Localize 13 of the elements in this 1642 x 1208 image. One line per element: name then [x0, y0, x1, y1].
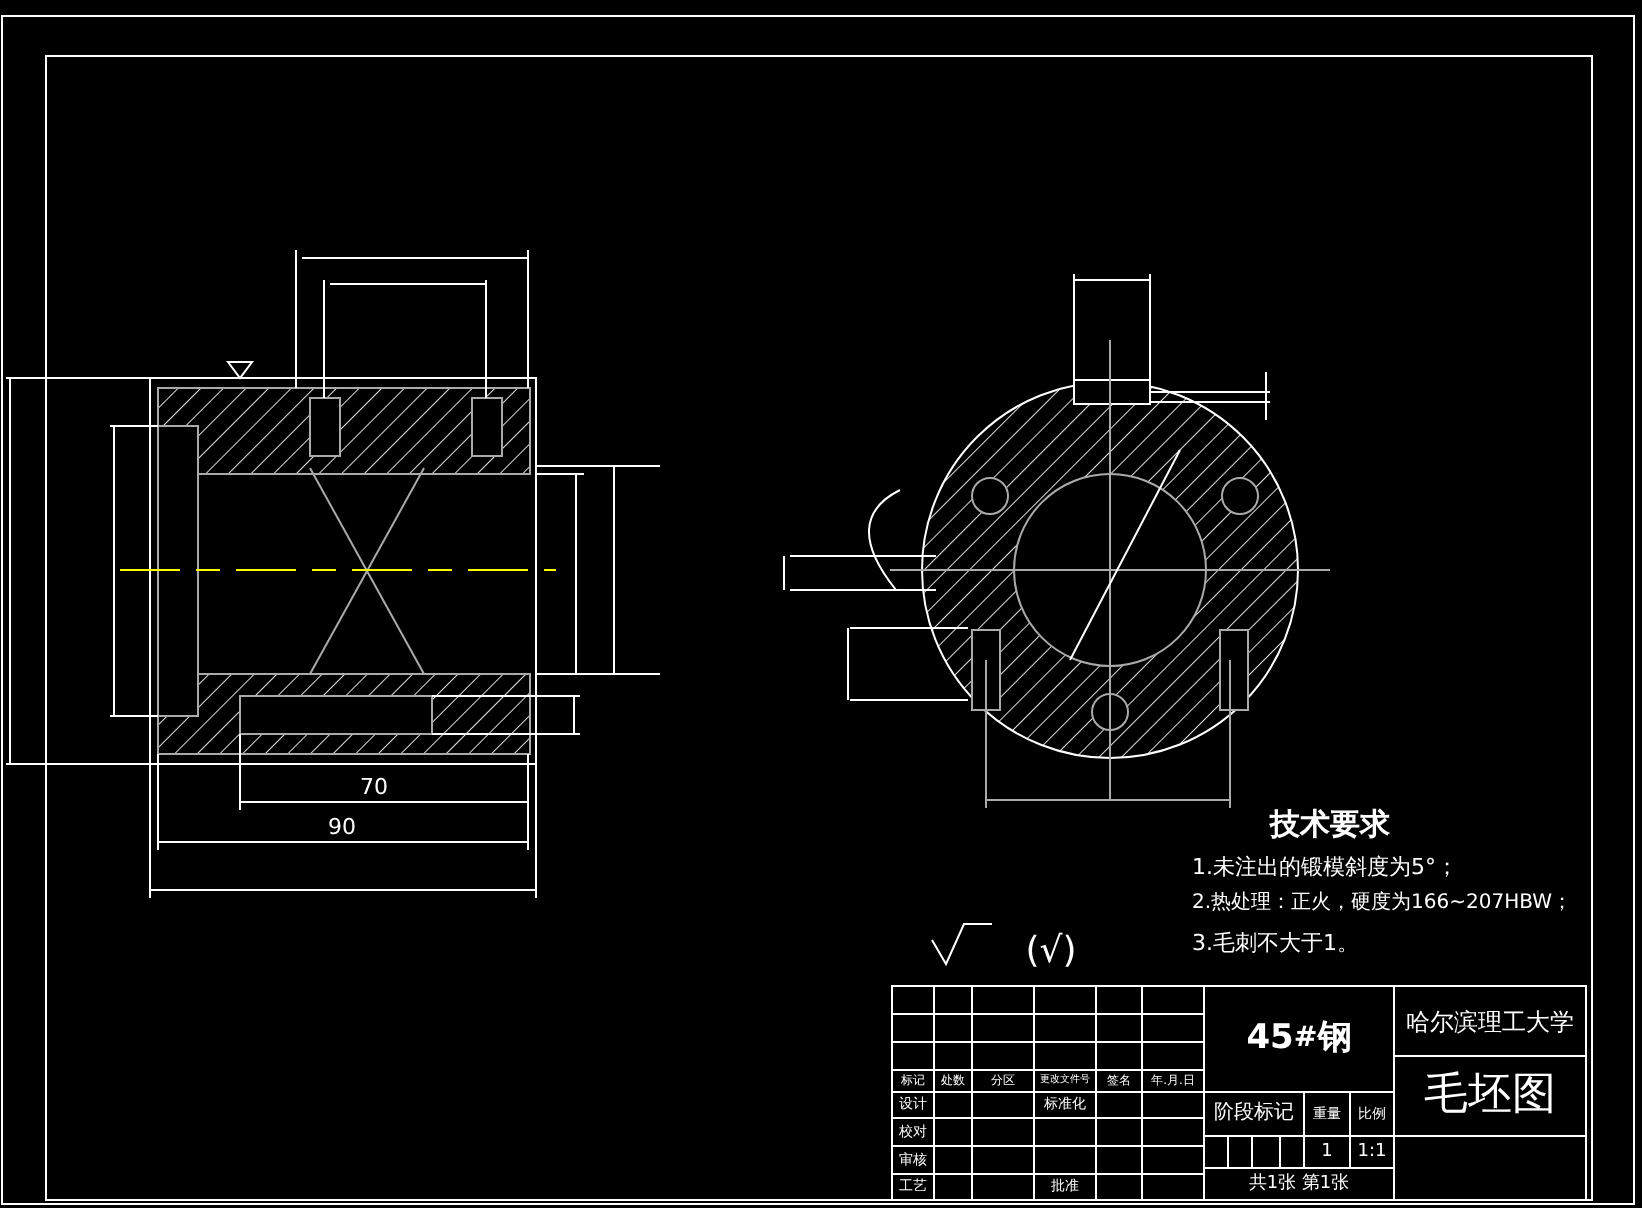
drawing-title-text: 毛坯图 — [1422, 1068, 1558, 1124]
cell-text: 共1张 第1张 — [1246, 1171, 1352, 1197]
note-text: 1.未注出的锻模斜度为5°； — [1192, 852, 1458, 880]
note-text: 3.毛刺不大于1。 — [1192, 928, 1359, 956]
dimension-text: 90 — [326, 814, 358, 838]
dimension-text: 70 — [358, 774, 390, 798]
school-name-text: 哈尔滨理工大学 — [1404, 1005, 1576, 1039]
cell-text: 阶段标记 — [1212, 1099, 1296, 1128]
cell-text: 1:1 — [1355, 1139, 1389, 1165]
roughness-text: (√) — [1023, 928, 1079, 976]
cell-text: 1 — [1319, 1139, 1335, 1165]
heading-text: 技术要求 — [1267, 804, 1392, 844]
note-text: 2.热处理：正火，硬度为166~207HBW； — [1192, 890, 1573, 918]
